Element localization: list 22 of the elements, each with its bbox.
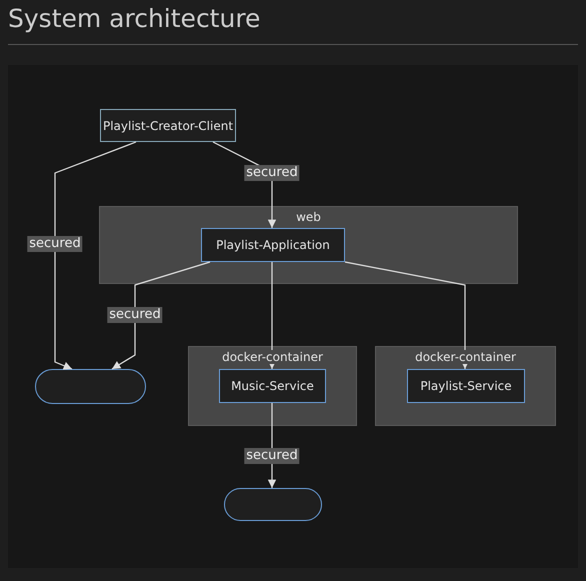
component-box bbox=[100, 109, 236, 142]
component-box bbox=[219, 369, 326, 403]
arrow bbox=[344, 261, 470, 369]
node-label: Music-Service bbox=[230, 379, 315, 393]
rounded-node bbox=[224, 488, 322, 521]
arrow bbox=[112, 261, 210, 370]
container-group bbox=[375, 346, 556, 426]
edge-label: secured bbox=[244, 448, 300, 464]
container-group bbox=[188, 346, 357, 426]
edge-label: secured bbox=[27, 236, 83, 252]
component-box bbox=[201, 228, 345, 262]
container-group bbox=[99, 206, 518, 284]
component-box bbox=[407, 369, 525, 403]
arrow bbox=[268, 262, 276, 369]
edge-label: secured bbox=[107, 307, 163, 323]
node-label: Playlist-Service bbox=[419, 379, 513, 393]
edge-label: secured bbox=[244, 165, 300, 181]
rounded-node bbox=[35, 369, 146, 404]
node-label: Playlist-Application bbox=[215, 238, 331, 252]
diagram-title: System architecture bbox=[8, 4, 260, 33]
node-label: Playlist-Creator-Client bbox=[102, 118, 234, 132]
arrow bbox=[54, 141, 136, 370]
